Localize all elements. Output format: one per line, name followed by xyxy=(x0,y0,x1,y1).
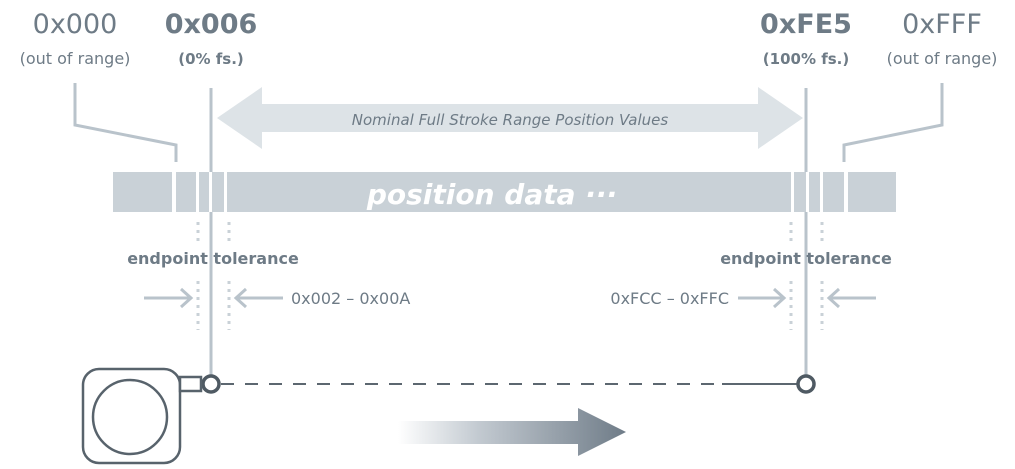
sensor-icon xyxy=(81,367,203,465)
tolerance-arrows xyxy=(144,287,876,309)
position-data-label: position data ··· xyxy=(366,178,617,211)
leader-line-end-out xyxy=(842,83,944,162)
bar-segment-gaps xyxy=(172,172,848,212)
label-end-out-value: 0xFFF xyxy=(902,9,982,40)
tolerance-dots-lower xyxy=(196,281,824,330)
label-start-out-note: (out of range) xyxy=(20,49,131,68)
label-start-fs-note: (0% fs.) xyxy=(178,50,244,68)
position-data-bar xyxy=(113,172,896,212)
motion-arrow-icon xyxy=(398,408,626,456)
label-start-fs-value: 0x006 xyxy=(165,9,258,40)
tolerance-left-title: endpoint tolerance xyxy=(127,249,299,268)
travel-start-point xyxy=(201,374,221,394)
leader-line-start-out xyxy=(73,83,178,162)
nominal-range-label: Nominal Full Stroke Range Position Value… xyxy=(352,111,669,129)
tolerance-right-range: 0xFCC – 0xFFC xyxy=(610,289,729,308)
label-start-out-value: 0x000 xyxy=(33,9,118,40)
travel-end-point xyxy=(796,374,816,394)
label-end-out-note: (out of range) xyxy=(887,49,998,68)
label-end-fs-note: (100% fs.) xyxy=(763,50,849,68)
tolerance-right-title: endpoint tolerance xyxy=(720,249,892,268)
tolerance-left-range: 0x002 – 0x00A xyxy=(291,289,410,308)
nominal-range-arrow xyxy=(217,87,803,149)
tolerance-dots-upper xyxy=(196,222,824,242)
label-end-fs-value: 0xFE5 xyxy=(760,9,852,40)
